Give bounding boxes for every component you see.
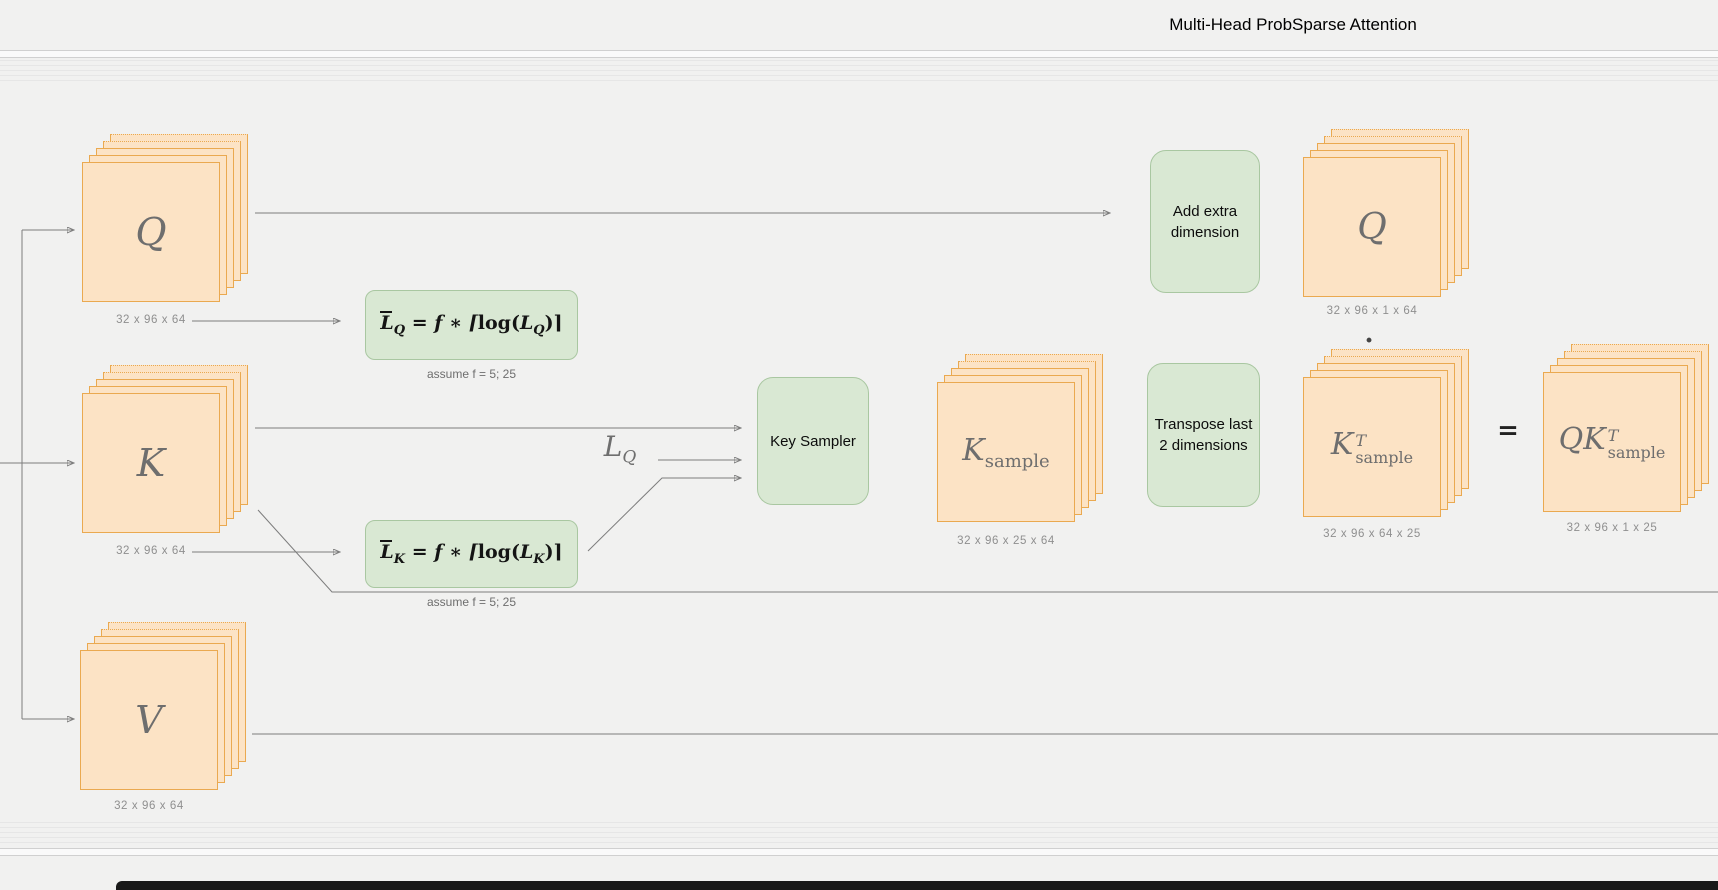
- add-extra-dimension-box: Add extra dimension: [1150, 150, 1260, 293]
- stack-front-face: Q: [82, 162, 220, 302]
- qkt-sample-letter: QKTsample: [1559, 422, 1666, 462]
- lk-formula: LK = f ∗ ⌈log(LK)⌉: [380, 541, 562, 567]
- k-sample-dims-label: 32 x 96 x 25 x 64: [917, 535, 1095, 547]
- stack-front-face: K: [82, 393, 220, 533]
- transpose-label: Transpose last 2 dimensions: [1152, 414, 1255, 456]
- add-extra-dimension-label: Add extra dimension: [1155, 201, 1255, 243]
- q-expanded-dims-label: 32 x 96 x 1 x 64: [1283, 305, 1461, 317]
- q-letter: Q: [135, 210, 166, 254]
- lk-assumption-note: assume f = 5; 25: [365, 595, 578, 609]
- transpose-box: Transpose last 2 dimensions: [1147, 363, 1260, 507]
- k-input-stack: K: [82, 393, 220, 533]
- qkt-sample-dims-label: 32 x 96 x 1 x 25: [1523, 522, 1701, 534]
- k-sample-letter: Ksample: [962, 433, 1049, 472]
- stack-front-face: V: [80, 650, 218, 790]
- lq-formula: LQ = f ∗ ⌈log(LQ)⌉: [380, 312, 562, 338]
- v-letter: V: [135, 698, 162, 742]
- key-sampler-label: Key Sampler: [770, 431, 856, 452]
- lq-formula-box: LQ = f ∗ ⌈log(LQ)⌉: [365, 290, 578, 360]
- q-expanded-stack: Q: [1303, 157, 1441, 297]
- lk-formula-box: LK = f ∗ ⌈log(LK)⌉: [365, 520, 578, 588]
- kt-sample-letter: KTsample: [1331, 427, 1413, 467]
- v-dims-label: 32 x 96 x 64: [60, 800, 238, 812]
- lq-annotation: LQ: [585, 430, 655, 468]
- v-input-stack: V: [80, 650, 218, 790]
- k-letter: K: [137, 441, 165, 485]
- equals-sign: =: [1488, 416, 1528, 446]
- q-expanded-letter: Q: [1357, 207, 1387, 248]
- stack-front-face: Q: [1303, 157, 1441, 297]
- stack-front-face: QKTsample: [1543, 372, 1681, 512]
- lq-assumption-note: assume f = 5; 25: [365, 367, 578, 381]
- stack-front-face: Ksample: [937, 382, 1075, 522]
- k-sample-stack: Ksample: [937, 382, 1075, 522]
- qkt-sample-stack: QKTsample: [1543, 372, 1681, 512]
- kt-sample-stack: KTsample: [1303, 377, 1441, 517]
- q-dims-label: 32 x 96 x 64: [62, 314, 240, 326]
- q-input-stack: Q: [82, 162, 220, 302]
- k-dims-label: 32 x 96 x 64: [62, 545, 240, 557]
- connector-lk-formula-to-key-sampler: [588, 478, 741, 551]
- stack-front-face: KTsample: [1303, 377, 1441, 517]
- key-sampler-box: Key Sampler: [757, 377, 869, 505]
- kt-sample-dims-label: 32 x 96 x 64 x 25: [1283, 528, 1461, 540]
